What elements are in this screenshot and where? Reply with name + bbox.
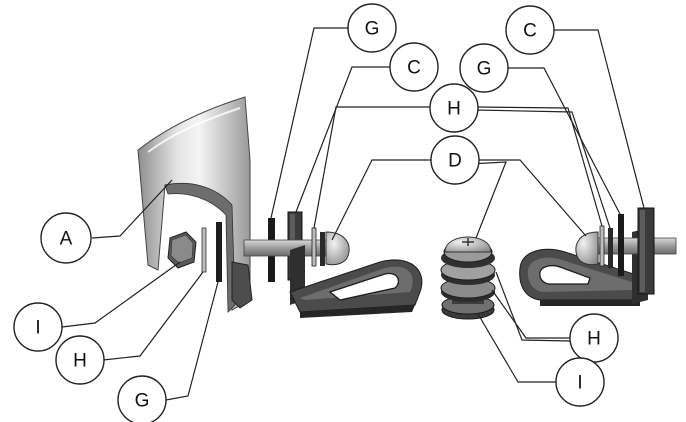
- callout-h-right: H: [569, 313, 619, 363]
- callout-c-left: C: [389, 42, 439, 92]
- leader-a: [91, 179, 173, 239]
- callout-c-right-label: C: [523, 21, 537, 42]
- callout-c-left-label: C: [407, 58, 421, 79]
- washers-left: [201, 222, 222, 282]
- callout-a: A: [40, 212, 92, 264]
- callout-h-left: H: [55, 335, 105, 385]
- bracket-left: [289, 245, 423, 318]
- bolt-head-left: [231, 261, 253, 309]
- leader-h-top-b: [475, 106, 603, 227]
- stacked-bolt-center: [440, 236, 496, 320]
- callout-d-label: D: [448, 151, 462, 172]
- leader-h-top-a: [313, 106, 432, 229]
- callout-i-right-label: I: [577, 373, 582, 394]
- leader-i-left: [61, 261, 181, 328]
- callout-i-right: I: [555, 357, 605, 407]
- callout-h-top: H: [429, 83, 479, 133]
- callout-g-bottom: G: [117, 375, 167, 422]
- leader-g-top-left: [270, 27, 348, 219]
- callout-g-top-left-label: G: [365, 19, 380, 40]
- callout-h-right-label: H: [587, 329, 601, 350]
- leader-d-a: [331, 159, 432, 241]
- leader-h-top-c: [475, 109, 611, 229]
- leader-g-bottom: [165, 281, 219, 401]
- callout-g-top-right: G: [459, 43, 509, 93]
- callout-g-bottom-label: G: [135, 391, 150, 412]
- washers-right: [599, 207, 655, 295]
- leader-c-left: [295, 66, 390, 213]
- callout-i-left-label: I: [35, 318, 40, 339]
- leader-c-right: [554, 29, 645, 209]
- leader-h-left: [102, 271, 204, 361]
- callout-d: D: [430, 135, 480, 185]
- callout-a-label: A: [60, 229, 73, 250]
- dome-bolt-head-center: [325, 231, 350, 266]
- leader-i-right: [477, 313, 556, 383]
- callout-g-top-right-label: G: [477, 59, 492, 80]
- leader-h-right-b: [495, 271, 571, 342]
- leader-h-right-a: [491, 289, 570, 339]
- callout-h-left-label: H: [73, 351, 87, 372]
- dome-bolt-head-right: [575, 231, 599, 266]
- hex-nut-left: [167, 231, 197, 269]
- callout-g-top-left: G: [347, 3, 397, 53]
- leader-lines: [61, 27, 645, 401]
- callout-c-right: C: [505, 5, 555, 55]
- leader-d-b: [478, 159, 587, 237]
- callout-i-left: I: [13, 302, 63, 352]
- leader-g-top-right: [508, 67, 621, 215]
- callout-h-top-label: H: [447, 99, 461, 120]
